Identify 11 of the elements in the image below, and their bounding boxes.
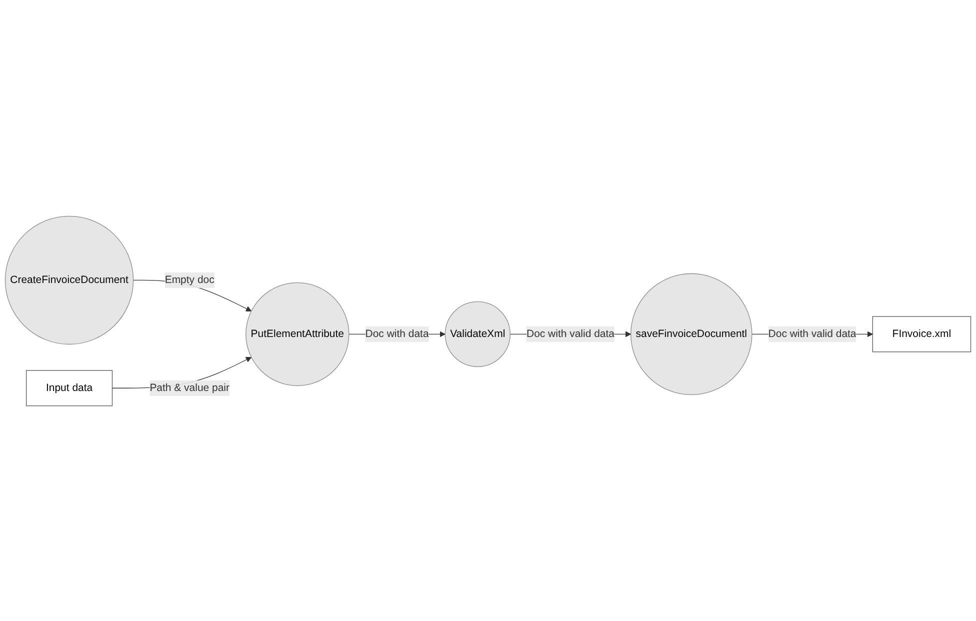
edge-label: Doc with valid data [768, 328, 856, 339]
node-circle: CreateFinvoiceDocument [4, 215, 134, 344]
node-box: FInvoice.xml [872, 316, 972, 352]
node-circle: saveFinvoiceDocumentl [630, 272, 752, 395]
node-circle: PutElementAttribute [246, 282, 350, 386]
edge-label: Path & value pair [150, 382, 230, 393]
edge-label: Doc with valid data [526, 328, 614, 339]
edge-label: Empty doc [164, 274, 214, 285]
node-circle: ValidateXml [444, 300, 510, 366]
edge-label: Doc with data [365, 328, 429, 339]
node-box: Input data [26, 370, 113, 406]
